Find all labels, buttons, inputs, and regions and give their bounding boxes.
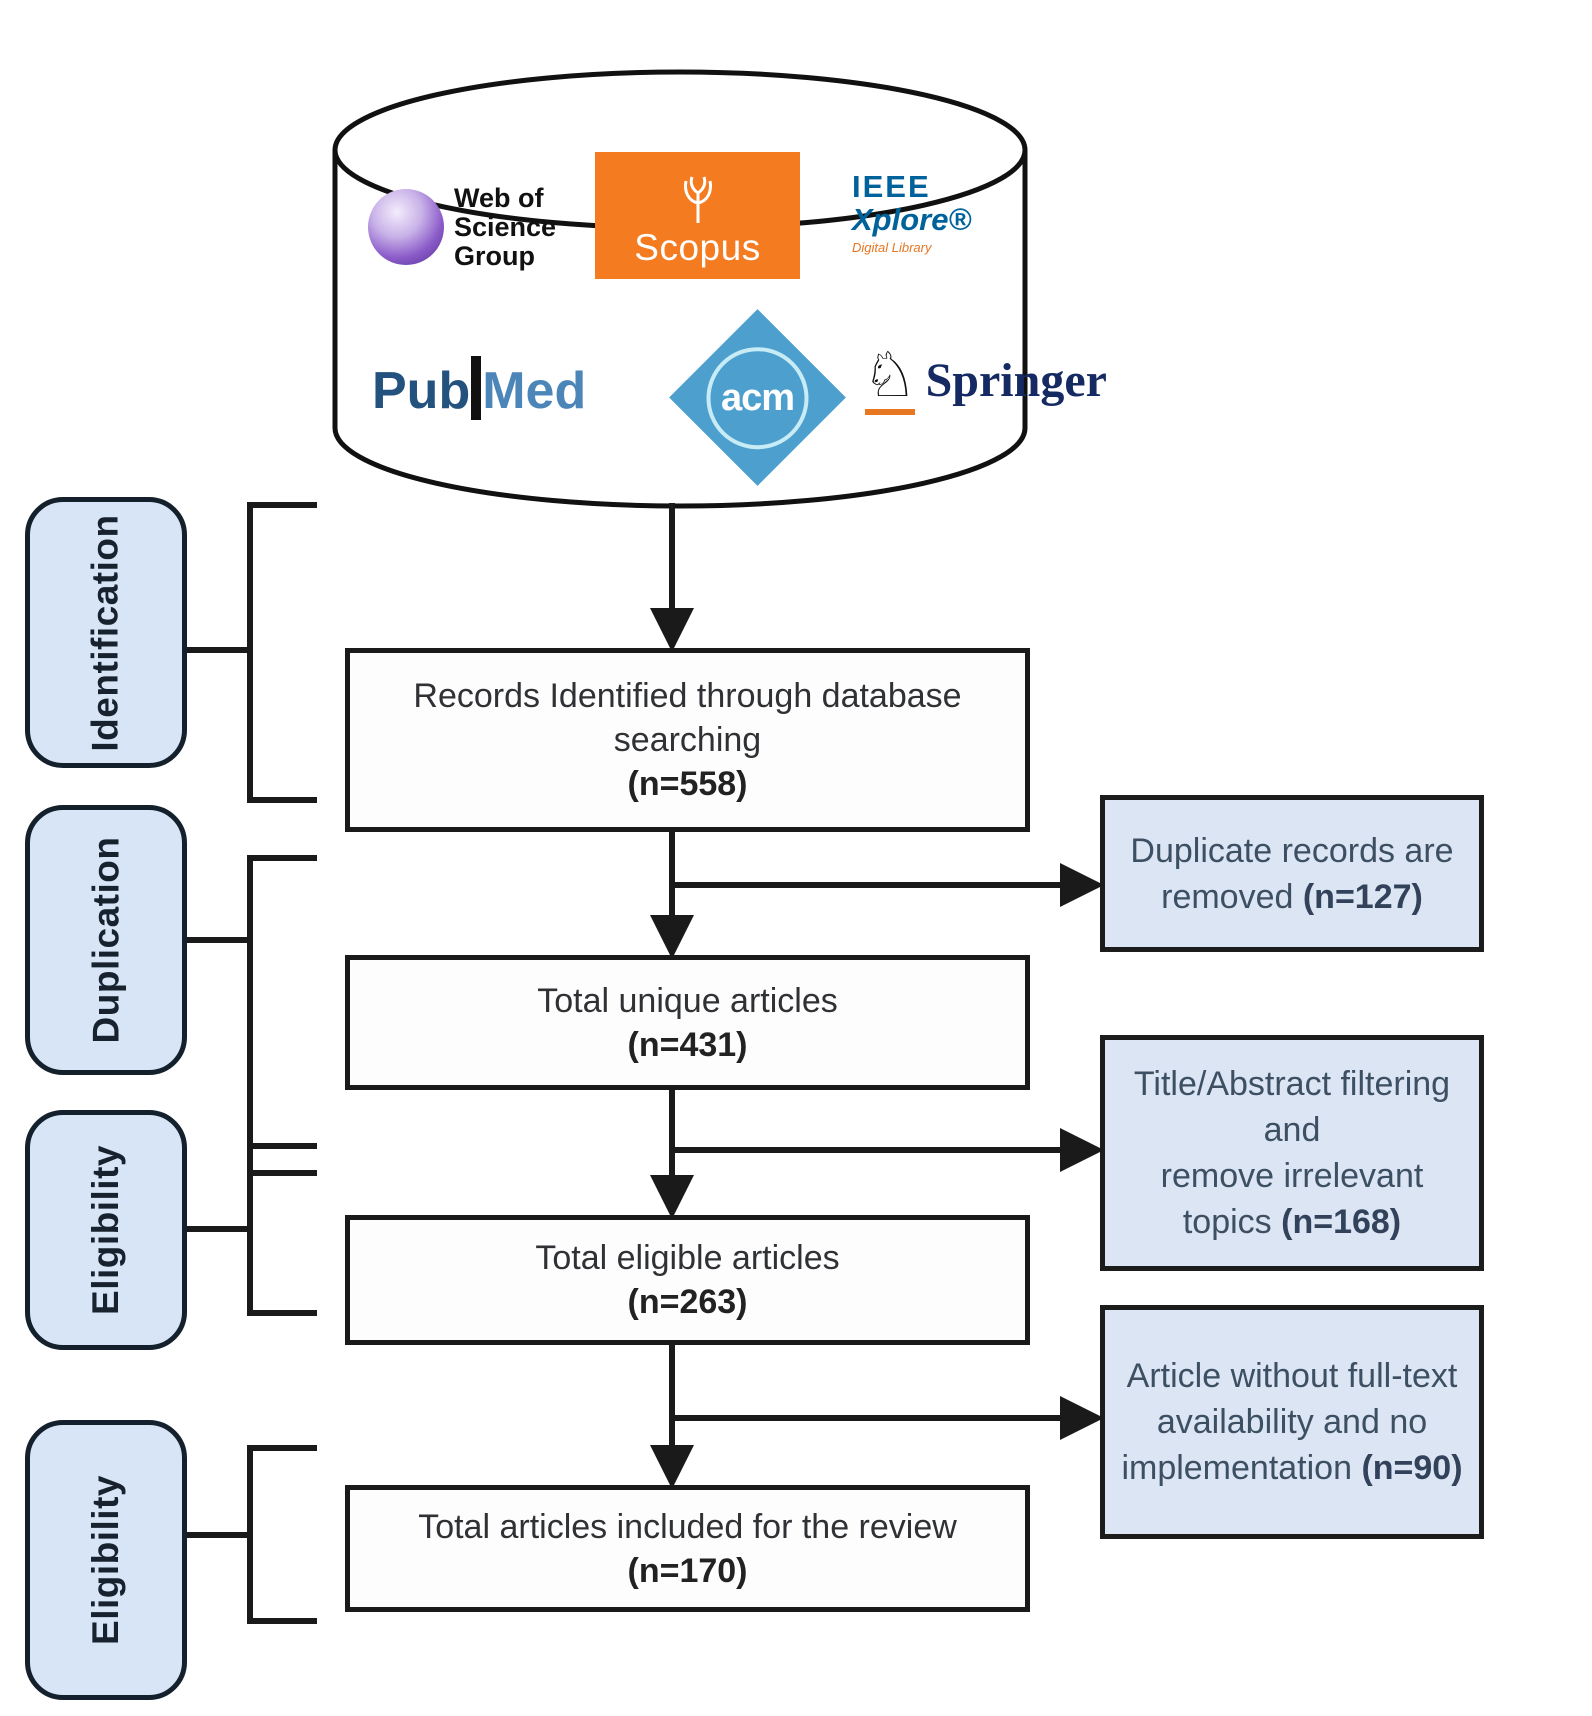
web-of-science-logo: Web of Science Group	[368, 172, 583, 282]
flow-box-count: (n=263)	[627, 1283, 748, 1321]
flow-box-count: (n=431)	[627, 1025, 748, 1064]
flow-box-records-identified: Records Identified through database sear…	[345, 648, 1030, 832]
xplore-wordmark: Xplore®	[852, 202, 972, 237]
wos-line2: Science	[454, 211, 557, 242]
side-box-text: Title/Abstract filtering and	[1133, 1065, 1451, 1149]
digital-library-text: Digital Library	[852, 240, 932, 255]
ieee-xplore-logo: IEEE Xplore® Digital Library	[852, 170, 1022, 280]
stage-label-eligibility-2: Eligibility	[25, 1420, 187, 1700]
flow-box-unique-articles: Total unique articles (n=431)	[345, 955, 1030, 1090]
side-box-text: remove irrelevant	[1160, 1157, 1424, 1195]
flow-box-included-articles: Total articles included for the review (…	[345, 1485, 1030, 1612]
side-box-text: implementation (n=90)	[1121, 1449, 1463, 1487]
side-box-count: (n=90)	[1361, 1449, 1463, 1487]
side-box-count: (n=168)	[1281, 1203, 1402, 1241]
side-box-text: removed (n=127)	[1161, 877, 1423, 916]
flow-box-count: (n=170)	[627, 1551, 748, 1590]
pubmed-pub-text: Pub	[372, 362, 471, 420]
web-of-science-wordmark: Web of Science Group	[454, 182, 557, 271]
web-of-science-sphere-icon	[368, 189, 444, 265]
acm-circle-icon: acm	[706, 346, 809, 449]
ieee-wordmark: IEEE	[852, 169, 931, 204]
stage-label-text: Identification	[85, 513, 127, 752]
springer-wordmark: Springer	[925, 353, 1107, 407]
cylinder-body	[332, 150, 1028, 509]
side-box-title-abstract-filtering: Title/Abstract filtering and remove irre…	[1100, 1035, 1484, 1271]
stage-label-text: Eligibility	[85, 1475, 126, 1645]
acm-wordmark: acm	[720, 376, 795, 418]
side-box-text: availability and no	[1156, 1403, 1428, 1441]
stage-label-duplication: Duplication	[25, 805, 187, 1075]
elsevier-tree-icon	[683, 176, 712, 223]
springer-orange-underline	[864, 409, 915, 415]
wos-line1: Web of	[454, 182, 544, 213]
pubmed-logo: Pub Med	[372, 352, 586, 430]
pubmed-book-divider-icon	[471, 356, 482, 420]
flow-box-eligible-articles: Total eligible articles (n=263)	[345, 1215, 1030, 1345]
side-box-text: Duplicate records are	[1130, 831, 1454, 870]
flow-box-text: searching	[613, 721, 762, 759]
stage-label-identification: Identification	[25, 497, 187, 768]
wos-line3: Group	[454, 240, 535, 271]
side-box-count: (n=127)	[1302, 877, 1423, 916]
springer-knight-icon: ♘	[862, 345, 918, 415]
side-box-text: Article without full-text	[1126, 1357, 1458, 1395]
stage-label-eligibility-1: Eligibility	[25, 1110, 187, 1350]
springer-logo: ♘ Springer	[862, 345, 1107, 415]
flow-box-text: Total unique articles	[537, 981, 838, 1020]
flow-box-text: Total articles included for the review	[418, 1507, 957, 1546]
scopus-logo: Scopus	[595, 152, 800, 279]
side-box-duplicates-removed: Duplicate records are removed (n=127)	[1100, 795, 1484, 952]
flow-box-text: Total eligible articles	[535, 1239, 840, 1277]
stage-label-text: Duplication	[85, 836, 127, 1044]
flow-box-count: (n=558)	[627, 765, 748, 803]
pubmed-med-text: Med	[482, 362, 587, 420]
side-box-no-fulltext: Article without full-text availability a…	[1100, 1305, 1484, 1539]
flow-box-text: Records Identified through database	[413, 677, 962, 715]
side-box-text: topics (n=168)	[1182, 1203, 1402, 1241]
scopus-wordmark: Scopus	[634, 227, 761, 268]
stage-label-text: Eligibility	[85, 1145, 126, 1315]
